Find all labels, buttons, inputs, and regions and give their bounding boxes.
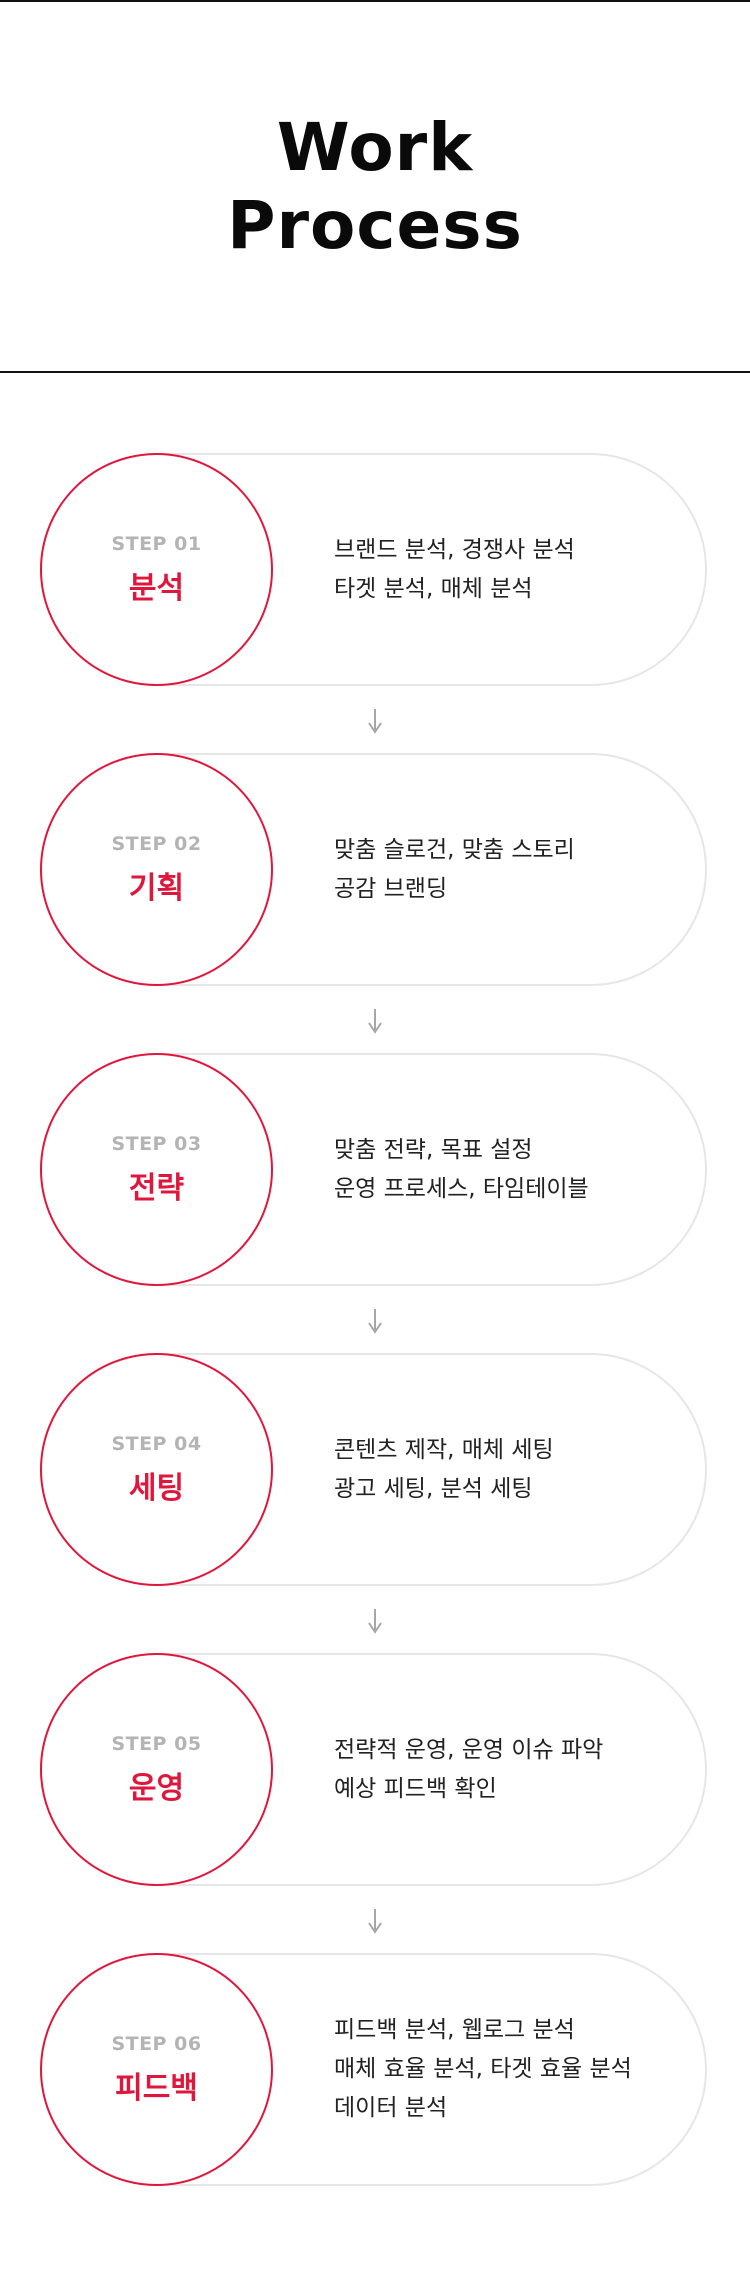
step-05: STEP 05 운영 전략적 운영, 운영 이슈 파악 예상 피드백 확인 — [0, 1653, 750, 1953]
step-description: 맞춤 슬로건, 맞춤 스토리 공감 브랜딩 — [334, 753, 694, 986]
description-line: 타겟 분석, 매체 분석 — [334, 575, 533, 602]
step-01: STEP 01 분석 브랜드 분석, 경쟁사 분석 타겟 분석, 매체 분석 — [0, 453, 750, 753]
step-description: 피드백 분석, 웹로그 분석 매체 효율 분석, 타겟 효율 분석 데이터 분석 — [334, 1953, 694, 2186]
header-divider — [0, 371, 750, 373]
step-03: STEP 03 전략 맞춤 전략, 목표 설정 운영 프로세스, 타임테이블 — [0, 1053, 750, 1353]
description-line: 매체 효율 분석, 타겟 효율 분석 — [334, 2056, 632, 2082]
step-title: 분석 — [128, 570, 185, 606]
description-line: 콘텐츠 제작, 매체 세팅 — [334, 1436, 554, 1463]
page-title-line-2: Process — [227, 186, 523, 264]
step-circle: STEP 05 운영 — [40, 1653, 273, 1886]
step-title: 피드백 — [115, 2070, 198, 2106]
step-number: STEP 05 — [111, 1732, 202, 1755]
description-line: 피드백 분석, 웹로그 분석 — [334, 2017, 575, 2043]
arrow-down-icon — [368, 1009, 382, 1034]
description-line: 데이터 분석 — [334, 2095, 448, 2121]
step-number: STEP 03 — [111, 1132, 202, 1155]
step-circle: STEP 02 기획 — [40, 753, 273, 986]
step-04: STEP 04 세팅 콘텐츠 제작, 매체 세팅 광고 세팅, 분석 세팅 — [0, 1353, 750, 1653]
description-line: 전략적 운영, 운영 이슈 파악 — [334, 1736, 604, 1763]
description-line: 운영 프로세스, 타임테이블 — [334, 1175, 589, 1202]
arrow-down-icon — [368, 1609, 382, 1634]
step-02: STEP 02 기획 맞춤 슬로건, 맞춤 스토리 공감 브랜딩 — [0, 753, 750, 1053]
step-number: STEP 06 — [111, 2032, 202, 2055]
step-circle: STEP 01 분석 — [40, 453, 273, 686]
step-description: 콘텐츠 제작, 매체 세팅 광고 세팅, 분석 세팅 — [334, 1353, 694, 1586]
step-description: 맞춤 전략, 목표 설정 운영 프로세스, 타임테이블 — [334, 1053, 694, 1286]
description-line: 브랜드 분석, 경쟁사 분석 — [334, 536, 575, 563]
step-description: 전략적 운영, 운영 이슈 파악 예상 피드백 확인 — [334, 1653, 694, 1886]
step-number: STEP 01 — [111, 532, 202, 555]
step-title: 운영 — [128, 1770, 185, 1806]
arrow-down-icon — [368, 709, 382, 734]
step-title: 전략 — [128, 1170, 185, 1206]
arrow-down-icon — [368, 1909, 382, 1934]
step-circle: STEP 03 전략 — [40, 1053, 273, 1286]
top-divider — [0, 0, 750, 2]
step-title: 기획 — [128, 870, 185, 906]
step-06: STEP 06 피드백 피드백 분석, 웹로그 분석 매체 효율 분석, 타겟 … — [0, 1953, 750, 2253]
step-description: 브랜드 분석, 경쟁사 분석 타겟 분석, 매체 분석 — [334, 453, 694, 686]
process-steps: STEP 01 분석 브랜드 분석, 경쟁사 분석 타겟 분석, 매체 분석 S… — [0, 453, 750, 2253]
description-line: 맞춤 슬로건, 맞춤 스토리 — [334, 836, 575, 863]
page-title-line-1: Work — [276, 108, 474, 186]
description-line: 예상 피드백 확인 — [334, 1775, 497, 1802]
step-number: STEP 02 — [111, 832, 202, 855]
step-title: 세팅 — [128, 1470, 185, 1506]
step-number: STEP 04 — [111, 1432, 202, 1455]
description-line: 광고 세팅, 분석 세팅 — [334, 1475, 533, 1502]
page-header: Work Process — [0, 2, 750, 371]
description-line: 공감 브랜딩 — [334, 875, 448, 902]
step-circle: STEP 06 피드백 — [40, 1953, 273, 2186]
description-line: 맞춤 전략, 목표 설정 — [334, 1136, 533, 1163]
arrow-down-icon — [368, 1309, 382, 1334]
step-circle: STEP 04 세팅 — [40, 1353, 273, 1586]
